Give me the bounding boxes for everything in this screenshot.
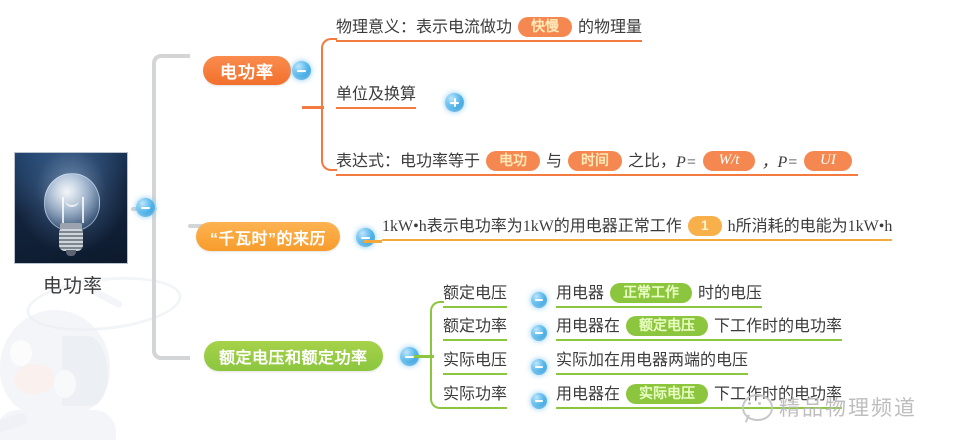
robot-eye-left: [10, 340, 32, 366]
minus-icon: [297, 66, 306, 75]
tag-time[interactable]: 时间: [568, 151, 623, 171]
bulb-tip: [66, 250, 76, 256]
sublabel-rated-voltage[interactable]: 额定电压: [443, 283, 508, 308]
toggle-rated-power[interactable]: [531, 325, 547, 341]
sublabel-rated-power[interactable]: 额定功率: [443, 316, 508, 341]
tag-electric-work[interactable]: 电功: [486, 151, 541, 171]
toggle-root[interactable]: [136, 198, 155, 217]
toggle-actual-voltage[interactable]: [531, 359, 547, 375]
leaf-text: h所消耗的电能为1kW•h: [727, 218, 893, 235]
leaf-text: 下工作时的电功率: [714, 318, 843, 335]
minus-icon: [535, 329, 543, 337]
tag-actual-voltage[interactable]: 实际电压: [626, 384, 709, 404]
robot-arm: [0, 411, 29, 437]
bulb-neck: [60, 223, 82, 231]
robot-cheek: [14, 364, 54, 394]
branch-node-rated[interactable]: 额定电压和额定功率: [204, 341, 383, 371]
minus-icon: [535, 363, 543, 371]
toggle-unit-conversion[interactable]: [445, 93, 464, 112]
bulb-screw-base: [59, 229, 83, 251]
power-bracket-connector: [321, 38, 337, 171]
power-branch-stub: [302, 106, 324, 109]
root-bracket-connector: [152, 54, 190, 360]
leaf-text: 的物理量: [578, 19, 643, 36]
leaf-unit-conversion[interactable]: 单位及换算: [336, 84, 417, 109]
kwh-branch-stub: [364, 240, 382, 243]
leaf-text: 用电器在: [556, 318, 621, 335]
formula-label-p1: P=: [676, 154, 697, 171]
leaf-actual-power[interactable]: 用电器在 实际电压 下工作时的电功率: [556, 384, 843, 409]
leaf-text: 用电器在: [556, 386, 621, 403]
toggle-actual-power[interactable]: [531, 393, 547, 409]
minus-icon: [361, 233, 370, 242]
root-node[interactable]: 电功率: [14, 152, 132, 298]
branch-node-kwh[interactable]: “千瓦时”的来历: [196, 222, 341, 251]
leaf-text: 1kW•h表示电功率为1kW的用电器正常工作: [382, 218, 682, 235]
robot-body: [0, 410, 116, 440]
leaf-actual-voltage[interactable]: 实际加在用电器两端的电压: [556, 350, 749, 375]
sublabel-actual-power[interactable]: 实际功率: [443, 384, 508, 409]
robot-head: [0, 310, 110, 418]
leaf-text: 时的电压: [698, 285, 763, 302]
rated-branch-stub: [414, 355, 434, 358]
leaf-text: 物理意义：表示电流做功: [336, 19, 513, 36]
tag-one-hour[interactable]: 1: [687, 216, 722, 236]
leaf-text: 用电器: [556, 285, 605, 302]
tag-formula-ui[interactable]: UI: [804, 151, 852, 171]
branch-node-power[interactable]: 电功率: [203, 56, 291, 85]
leaf-text: 表达式：电功率等于: [336, 153, 481, 170]
bulb-filament: [62, 197, 84, 223]
leaf-text: 下工作时的电功率: [714, 386, 843, 403]
tag-rated-voltage[interactable]: 额定电压: [626, 316, 709, 336]
leaf-physical-meaning[interactable]: 物理意义：表示电流做功 快慢 的物理量: [336, 17, 643, 42]
toggle-branch-power[interactable]: [292, 61, 311, 80]
leaf-kwh-definition[interactable]: 1kW•h表示电功率为1kW的用电器正常工作 1 h所消耗的电能为1kW•h: [382, 216, 893, 241]
minus-icon: [535, 397, 543, 405]
tag-kuaiman[interactable]: 快慢: [518, 17, 573, 37]
rated-bracket-connector: [430, 301, 444, 409]
tag-normal-operation[interactable]: 正常工作: [610, 283, 693, 303]
leaf-text: 单位及换算: [336, 86, 417, 103]
toggle-branch-kwh[interactable]: [356, 228, 375, 247]
minus-icon: [141, 203, 150, 212]
minus-icon: [405, 352, 414, 361]
robot-eye-right: [54, 370, 76, 398]
toggle-rated-voltage[interactable]: [531, 292, 547, 308]
minus-icon: [535, 296, 543, 304]
leaf-text: 实际加在用电器两端的电压: [556, 352, 749, 369]
leaf-text: 之比，: [628, 153, 677, 170]
leaf-rated-power[interactable]: 用电器在 额定电压 下工作时的电功率: [556, 316, 843, 341]
lightbulb-image: [14, 152, 128, 264]
toggle-branch-rated[interactable]: [400, 347, 419, 366]
leaf-text: 与: [546, 153, 563, 170]
tag-formula-wt[interactable]: W/t: [702, 151, 756, 171]
kwh-connector-stub: [188, 224, 204, 228]
root-label: 电功率: [42, 276, 103, 297]
leaf-expression[interactable]: 表达式：电功率等于 电功 与 时间 之比， P= W/t ，P= UI: [336, 148, 858, 176]
leaf-rated-voltage[interactable]: 用电器 正常工作 时的电压: [556, 283, 763, 308]
sublabel-actual-voltage[interactable]: 实际电压: [443, 350, 508, 375]
formula-label-p2: ，P=: [761, 154, 799, 171]
plus-icon: [450, 98, 459, 107]
